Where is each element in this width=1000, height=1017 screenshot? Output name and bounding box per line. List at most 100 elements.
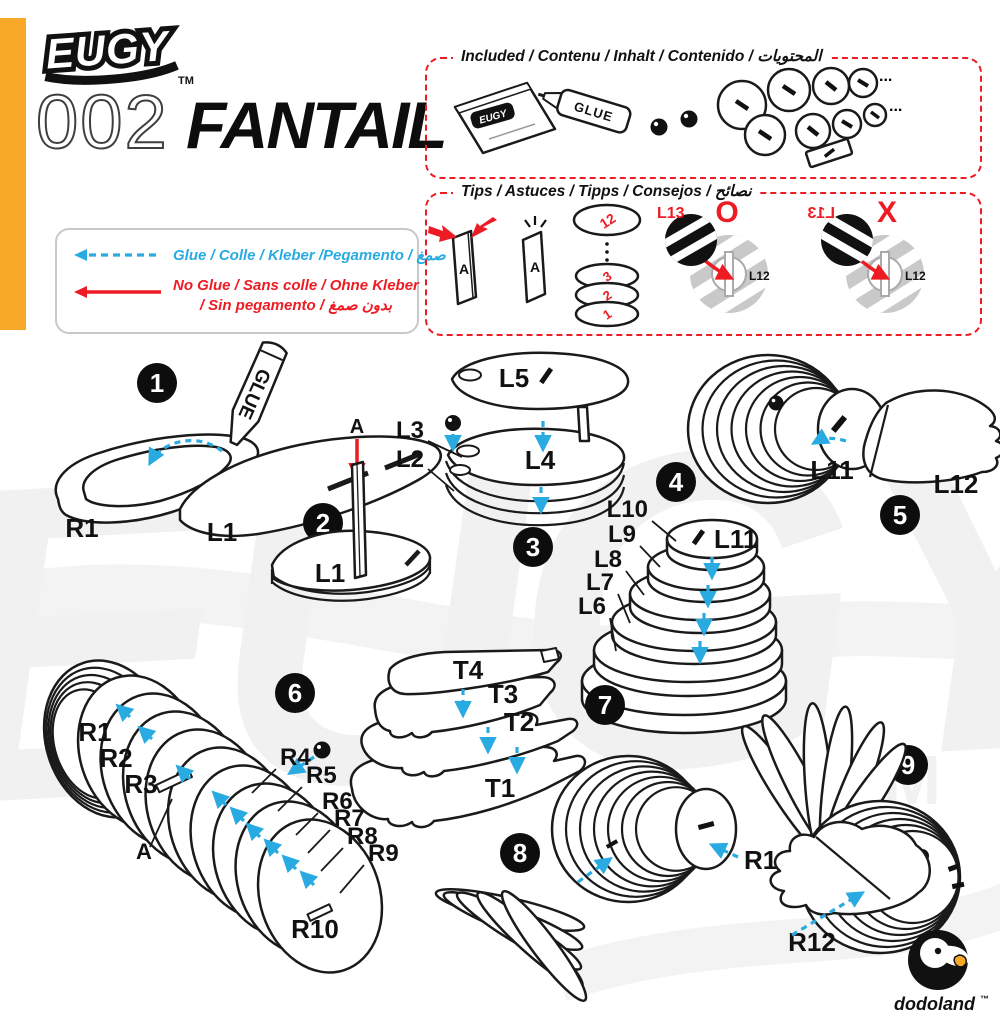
step3-badge xyxy=(513,527,553,567)
step6-r5-label: R5 xyxy=(306,762,337,789)
logo-swash xyxy=(44,61,179,85)
no-glue-line2: / Sin pegamento / بدون صمغ xyxy=(199,297,393,315)
disc-pieces-icon: ... ... xyxy=(716,66,902,157)
glue-legend-row: Glue / Colle / Kleber /Pegamento / صمغ xyxy=(71,246,446,264)
page-title: 002 FANTAIL xyxy=(36,84,448,166)
tips-box: Tips / Astuces / Tipps / Consejos / نصائ… xyxy=(425,182,982,336)
step9-group: 9 xyxy=(740,701,965,957)
correct-mark: O xyxy=(715,196,738,229)
tips-title: Tips / Astuces / Tipps / Consejos / نصائ… xyxy=(453,182,760,201)
press-arrow-right-icon xyxy=(471,217,497,238)
product-name: FANTAIL xyxy=(186,88,446,162)
step6-r4-label: R4 xyxy=(280,744,311,771)
step6-eye-arrow xyxy=(287,755,315,775)
step6-a-label: A xyxy=(136,839,152,864)
step5-number: 5 xyxy=(893,500,907,530)
orange-accent-bar xyxy=(0,18,26,330)
step6-group: 6 xyxy=(42,659,399,974)
step5-badge xyxy=(880,495,920,535)
dodo-beak-tip xyxy=(953,954,967,968)
step4-group: 4 L11 L10 L9 L8 L7 xyxy=(578,462,788,735)
glue-legend-label: Glue / Colle / Kleber /Pegamento / صمغ xyxy=(173,247,446,264)
step4-l7-label: L7 xyxy=(586,569,614,596)
step5-l12-shape xyxy=(862,389,1000,484)
step3-number: 3 xyxy=(526,532,540,562)
glue-tube-icon: GLUE xyxy=(537,88,632,134)
wrong-target-label: L12 xyxy=(905,269,926,283)
step6-r8-label: R8 xyxy=(347,823,378,850)
step2-base-shape xyxy=(270,529,432,592)
step7-t3-label: T3 xyxy=(488,679,518,709)
step2-number: 2 xyxy=(316,508,330,538)
step4-l10-label: L10 xyxy=(607,496,648,523)
step6-r3-label: R3 xyxy=(124,769,157,799)
glue-tube-step1-icon: GLUE xyxy=(229,341,288,447)
included-title: Included / Contenu / Inhalt / Contenido … xyxy=(453,47,830,66)
tip-orientation-correct: L12 L13 O xyxy=(657,196,770,313)
step3-l3-label: L3 xyxy=(396,417,424,444)
step7-t4-label: T4 xyxy=(453,655,484,685)
step1-right-half-hole xyxy=(82,444,232,508)
step4-badge xyxy=(656,462,696,502)
step6-r1-label: R1 xyxy=(78,717,111,747)
impact-marks-icon xyxy=(524,216,547,228)
step3-l4-layer-shape xyxy=(446,427,626,487)
step7-group: 7 T4 T3 T2 T1 xyxy=(349,647,625,829)
dodo-head xyxy=(920,938,950,968)
dodo-eye xyxy=(934,947,942,955)
step6-r7-label: R7 xyxy=(334,805,365,832)
correct-piece-label: L13 xyxy=(657,205,685,222)
eye-beads-icon xyxy=(650,110,698,136)
step6-r10-label: R10 xyxy=(291,914,339,944)
step7-t4-shape xyxy=(387,648,563,696)
glue-legend-box: Glue / Colle / Kleber /Pegamento / صمغ N… xyxy=(55,228,446,334)
tip-number-stack: 12 3 2 1 xyxy=(572,203,642,328)
tips-contents: A A 12 3 2 xyxy=(428,196,926,328)
step4-l9-label: L9 xyxy=(608,521,636,548)
step5-l11-arrow xyxy=(810,428,847,445)
step8-badge xyxy=(500,833,540,873)
step6-r2-label: R2 xyxy=(99,743,132,773)
step7-t2-label: T2 xyxy=(504,707,534,737)
included-contents: EUGY GLUE xyxy=(453,66,902,169)
step3-eye-icon xyxy=(445,415,461,431)
step6-r9-label: R9 xyxy=(368,840,399,867)
step5-group: L11 L12 5 xyxy=(686,353,1000,535)
step8-body xyxy=(550,754,738,904)
tip-a1-label: A xyxy=(459,261,469,277)
step6-r6-label: R6 xyxy=(322,788,353,815)
glue-arrow-icon xyxy=(74,249,161,261)
step3-l4-label: L4 xyxy=(525,445,556,475)
assembly-diagram: 1 GLUE R1 L1 2 A xyxy=(42,341,1000,1003)
step8-r11-arrow xyxy=(708,842,739,859)
wrong-mark: X xyxy=(877,196,897,229)
dodoland-text: dodoland xyxy=(894,994,976,1014)
no-glue-line1: No Glue / Sans colle / Ohne Kleber xyxy=(173,277,419,294)
step7-t1-label: T1 xyxy=(485,773,515,803)
instruction-booklet-icon: EUGY xyxy=(453,81,557,155)
step1-r1-label: R1 xyxy=(65,513,98,543)
step5-l11-label: L11 xyxy=(810,455,853,485)
step4-tier-stack xyxy=(580,518,788,735)
tip-orientation-wrong: L12 L13 X xyxy=(807,196,926,313)
step7-badge xyxy=(585,685,625,725)
tip-no-press-top: A xyxy=(521,216,547,304)
included-box: Included / Contenu / Inhalt / Contenido … xyxy=(425,47,982,179)
step2-a-label: A xyxy=(350,416,364,438)
no-glue-legend-row: No Glue / Sans colle / Ohne Kleber / Sin… xyxy=(71,276,419,317)
eugy-logo: EUGY TM xyxy=(39,17,194,87)
wrong-piece-label-mirrored: L13 xyxy=(807,205,835,222)
product-number: 002 xyxy=(36,84,169,165)
discs-ellipsis-bottom: ... xyxy=(889,98,902,115)
step6-number: 6 xyxy=(288,678,302,708)
step2-group: 2 A L1 xyxy=(270,416,432,602)
step1-group: 1 GLUE R1 L1 xyxy=(54,341,442,547)
logo-text: EUGY xyxy=(44,22,173,78)
stack-label-12: 12 xyxy=(597,210,619,232)
step8-group: 8 xyxy=(434,754,790,1003)
step3-l2-label: L2 xyxy=(396,446,424,473)
step6-glue-arrows xyxy=(115,703,319,890)
step4-l6-label: L6 xyxy=(578,593,606,620)
